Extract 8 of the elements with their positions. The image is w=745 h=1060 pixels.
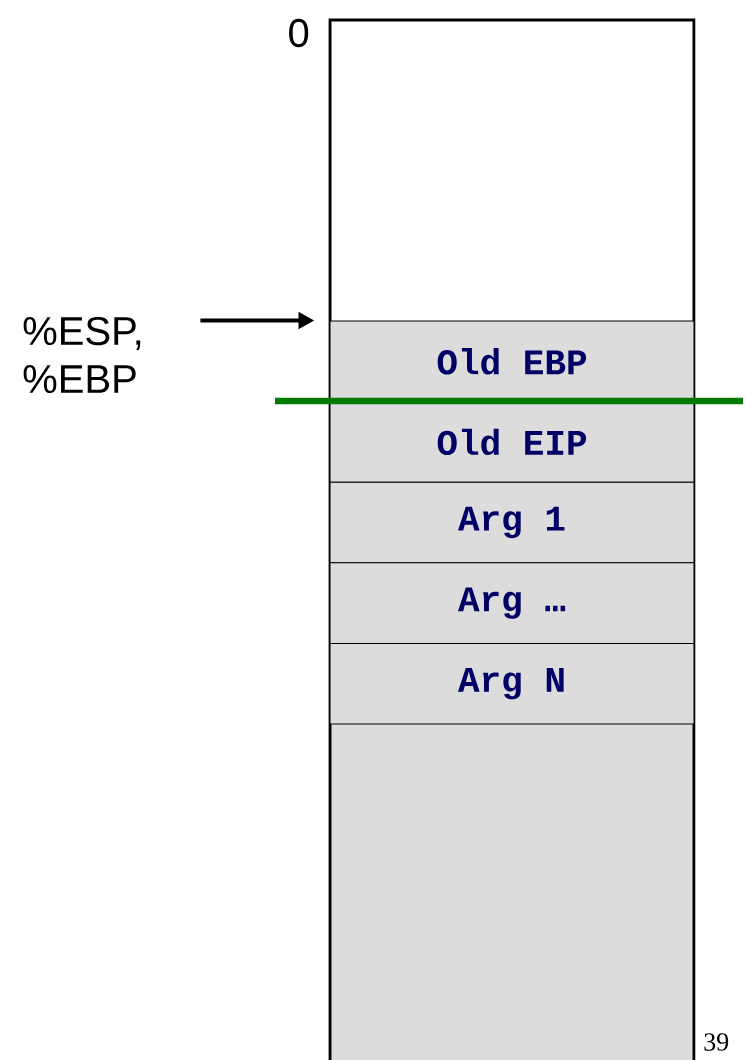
- page-number: 39: [704, 1033, 729, 1051]
- stack-cell: Arg …: [329, 562, 695, 644]
- stack-cell: Old EIP: [329, 401, 695, 483]
- stack-cell: Arg N: [329, 642, 695, 725]
- stack-cell: Old EBP: [329, 320, 695, 403]
- stack-cell: Arg 1: [329, 481, 695, 564]
- register-label: %ESP, %EBP: [23, 316, 141, 394]
- address-label: 0: [289, 18, 309, 48]
